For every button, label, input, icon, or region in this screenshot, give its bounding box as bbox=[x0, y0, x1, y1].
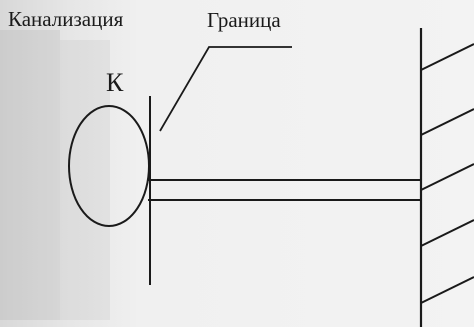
hatch-mark bbox=[420, 43, 474, 71]
hatch-mark bbox=[420, 108, 474, 136]
wall-hatching bbox=[420, 43, 474, 304]
boundary-leader-line bbox=[159, 46, 292, 132]
manhole-label: К bbox=[106, 68, 124, 97]
hatch-mark bbox=[420, 163, 474, 191]
hatch-mark bbox=[420, 276, 474, 304]
scan-texture bbox=[0, 30, 110, 320]
boundary-label: Граница bbox=[207, 8, 281, 32]
sewer-label: Канализация bbox=[8, 7, 124, 31]
hatch-mark bbox=[420, 219, 474, 247]
